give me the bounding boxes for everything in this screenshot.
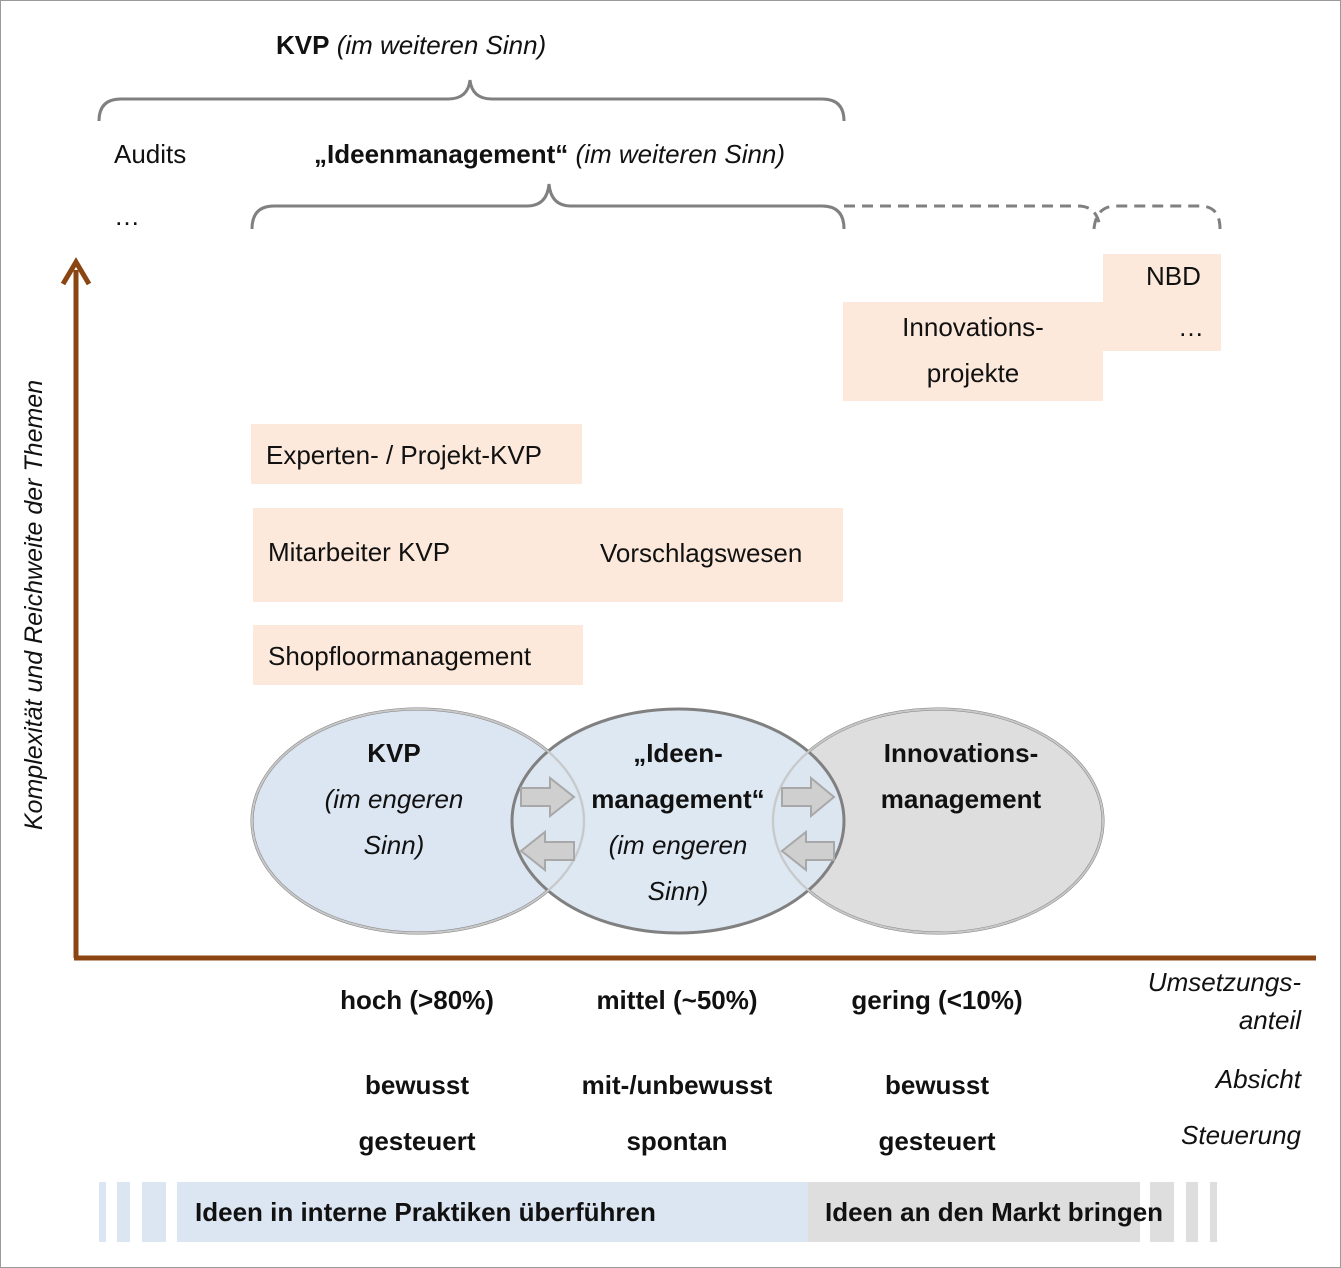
kvp-brace-title-bold: KVP (276, 30, 330, 60)
ideen-circle-line3: (im engeren (608, 830, 748, 860)
umsetzung-label-2: anteil (1238, 1005, 1301, 1035)
arrow-right-2 (781, 775, 836, 819)
shopfloor-label: Shopfloormanagement (268, 641, 532, 671)
nbd-ellipsis: … (1178, 312, 1204, 342)
mitarbeiter-kvp-label: Mitarbeiter KVP (268, 537, 451, 567)
kvp-brace-title: KVP (im weiteren Sinn) (276, 30, 546, 60)
bar-stripe (99, 1182, 106, 1242)
nbd-label: NBD (1146, 261, 1201, 291)
ideenmanagement-brace-title-bold: „Ideenmanagement“ (314, 139, 569, 169)
dashed-brace-nbd (1092, 204, 1222, 230)
y-axis-arrowhead (60, 257, 92, 286)
experten-label: Experten- / Projekt-KVP (266, 440, 542, 470)
umsetzung-innovation: gering (<10%) (851, 985, 1023, 1015)
steuerung-innovation: gesteuert (878, 1126, 996, 1156)
absicht-innovation: bewusst (884, 1070, 990, 1100)
bar-grey-segment (808, 1182, 1140, 1242)
dashed-brace-innovation (844, 204, 1102, 230)
left-ellipsis: … (114, 201, 140, 231)
bar-blue-segment (177, 1182, 808, 1242)
ideen-circle-title-2: management“ (591, 784, 765, 814)
bar-stripe (1150, 1182, 1174, 1242)
absicht-ideen: mit-/unbewusst (581, 1070, 773, 1100)
ideen-circle (510, 707, 846, 935)
absicht-kvp: bewusst (364, 1070, 470, 1100)
vorschlagswesen-label: Vorschlagswesen (600, 538, 803, 568)
experten-box (251, 424, 582, 484)
bar-stripe (1210, 1182, 1217, 1242)
audits-label: Audits (114, 139, 187, 169)
arrow-right-1 (520, 775, 576, 819)
nbd-box (1103, 254, 1221, 351)
bar-label-intern: Ideen in interne Praktiken überführen (195, 1197, 656, 1227)
bar-label-markt: Ideen an den Markt bringen (825, 1197, 1164, 1227)
bar-stripe (117, 1182, 130, 1242)
kvp-brace-title-italic: (im weiteren Sinn) (336, 30, 547, 60)
kvp-circle-line3: Sinn) (363, 830, 425, 860)
bar-stripe (1186, 1182, 1198, 1242)
innovation-circle-title-1: Innovations- (883, 738, 1039, 768)
steuerung-ideen: spontan (626, 1126, 728, 1156)
innovation-circle-title-2: management (880, 784, 1042, 814)
ideenmanagement-brace-title: „Ideenmanagement“ (im weiteren Sinn) (314, 139, 785, 169)
kvp-circle-title: KVP (367, 738, 421, 768)
ideen-circle-line4: Sinn) (647, 876, 709, 906)
innovationsprojekte-box (843, 302, 1103, 401)
innovationsprojekte-label-1: Innovations- (902, 312, 1044, 342)
steuerung-label: Steuerung (1181, 1120, 1301, 1150)
shopfloor-box (253, 625, 583, 685)
umsetzung-label-1: Umsetzungs- (1147, 967, 1301, 997)
umsetzung-kvp: hoch (>80%) (340, 985, 494, 1015)
innovationsprojekte-label-2: projekte (926, 358, 1020, 388)
arrow-left-1 (519, 829, 575, 873)
steuerung-kvp: gesteuert (358, 1126, 476, 1156)
ideenmanagement-brace (250, 183, 846, 230)
ideen-circle-title-1: „Ideen- (633, 738, 723, 768)
innovation-circle-overlap-outline (772, 708, 1104, 934)
ideenmanagement-brace-title-italic: (im weiteren Sinn) (575, 139, 786, 169)
bar-stripe (142, 1182, 166, 1242)
absicht-label: Absicht (1215, 1064, 1301, 1094)
y-axis-label: Komplexität und Reichweite der Themen (20, 379, 48, 831)
kvp-circle-line2: (im engeren (324, 784, 464, 814)
kvp-brace (97, 79, 846, 122)
mitarbeiter-vorschlag-box (253, 508, 843, 602)
arrow-left-2 (780, 829, 835, 873)
umsetzung-ideen: mittel (~50%) (596, 985, 758, 1015)
kvp-circle-overlap-outline (251, 708, 585, 934)
